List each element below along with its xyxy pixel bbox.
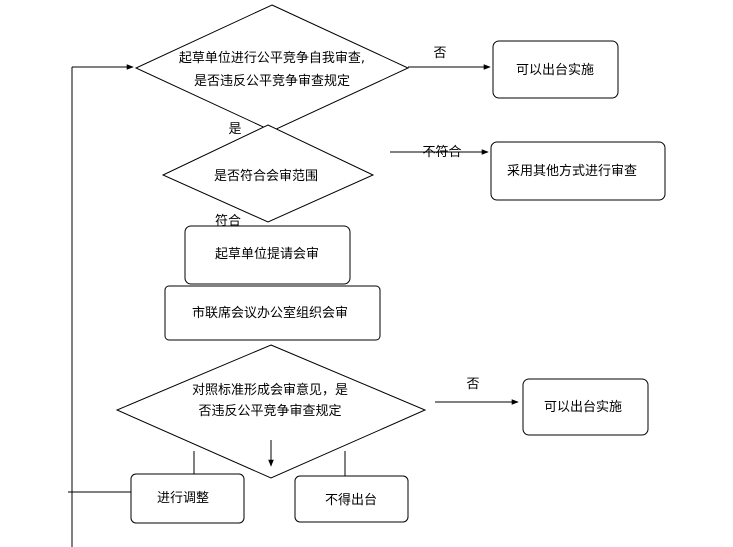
decision3-no-label: 否 [466,377,479,392]
result-box-2-text: 采用其他方式进行审查 [507,163,637,179]
step-organize-box [164,285,381,341]
decision1-yes-label: 是 [228,122,241,137]
result-box-1-text: 可以出台实施 [516,63,594,78]
decision2-text: 是否符合会审范围 [214,168,318,184]
step-submit-box [184,225,351,285]
decision2-not-match-label: 不符合 [422,144,461,160]
step-adjust-box [130,473,245,524]
decision1-diamond [134,4,410,132]
decision3-text-line1: 对照标准形成会审意见，是 [192,382,348,398]
result-box-3 [522,378,649,436]
step-adjust-text: 进行调整 [157,491,209,506]
decision1-text-line2: 是否违反公平竞争审查规定 [194,73,350,89]
step-organize-text: 市联席会议办公室组织会审 [192,305,348,321]
decision3-text-line2: 否违反公平竞争审查规定 [198,403,341,419]
decision1-text-line1: 起草单位进行公平竞争自我审查, [179,50,365,66]
result-box-3-text: 可以出台实施 [544,400,622,415]
result-box-2 [490,141,666,201]
result-reject-text: 不得出台 [325,492,377,508]
result-box-1 [492,40,619,99]
result-reject-box [294,475,409,523]
decision2-diamond [161,124,375,223]
step-submit-text: 起草单位提请会审 [215,246,319,262]
decision1-no-label: 否 [433,46,446,61]
decision2-match-label: 符合 [215,213,241,229]
decision3-diamond [115,344,427,479]
